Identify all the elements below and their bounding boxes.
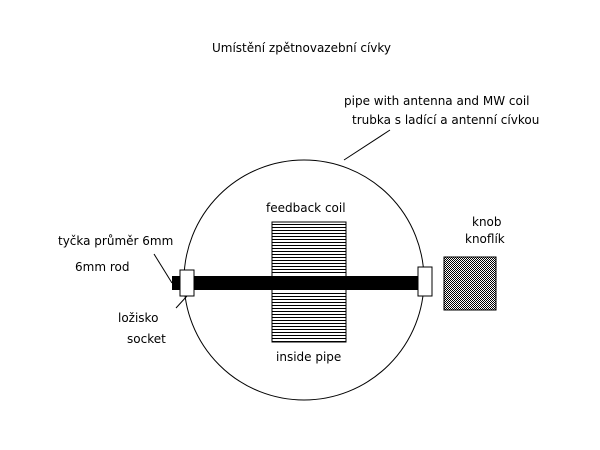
knob-label-cz: knoflík bbox=[465, 232, 505, 246]
socket-left bbox=[179, 269, 195, 297]
rod-label-cz: tyčka průměr 6mm bbox=[58, 234, 173, 248]
socket-label-cz: ložisko bbox=[118, 311, 158, 325]
socket-leader-line bbox=[175, 295, 188, 309]
knob-label-en: knob bbox=[472, 215, 502, 229]
feedback-coil-label: feedback coil bbox=[266, 201, 346, 215]
feedback-coil-windings bbox=[272, 224, 346, 342]
knob bbox=[443, 256, 497, 311]
socket-right bbox=[417, 266, 433, 297]
pipe-label-en: pipe with antenna and MW coil bbox=[344, 94, 530, 108]
rod bbox=[172, 276, 430, 290]
rod-leader-line bbox=[153, 253, 173, 284]
pipe-label-cz: trubka s ladící a antenní cívkou bbox=[352, 113, 539, 127]
rod-label-en: 6mm rod bbox=[75, 260, 129, 274]
inside-pipe-label: inside pipe bbox=[276, 350, 341, 364]
socket-label-en: socket bbox=[127, 332, 166, 346]
diagram-title: Umístění zpětnovazební cívky bbox=[212, 41, 391, 55]
pipe-leader-line bbox=[343, 129, 391, 161]
